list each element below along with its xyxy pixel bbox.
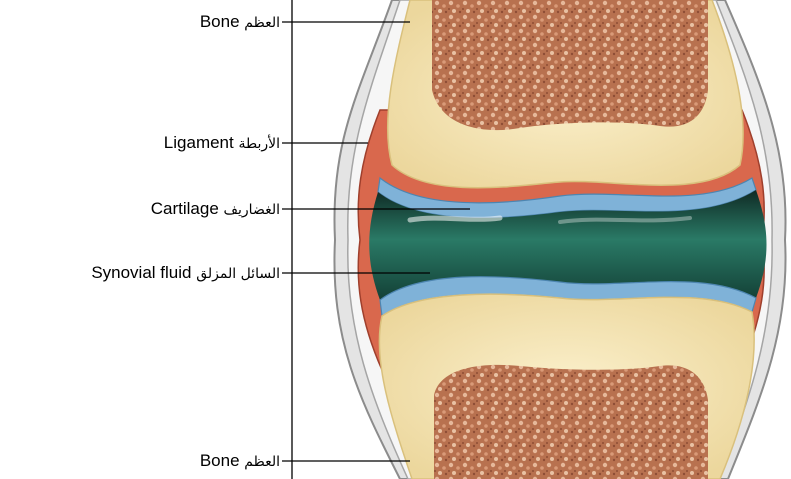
marrow-top xyxy=(432,0,708,130)
label-bone-top-en: Bone xyxy=(200,12,240,31)
marrow-bottom xyxy=(434,365,708,479)
label-synovial-fluid-ar: السائل المزلق xyxy=(196,266,280,282)
label-bone-bottom-ar: العظم xyxy=(244,454,280,470)
label-bone-bottom: Bone العظم xyxy=(200,451,280,472)
label-synovial-fluid-en: Synovial fluid xyxy=(91,263,191,282)
label-bone-top: Bone العظم xyxy=(200,12,280,33)
label-cartilage: Cartilage الغضاريف xyxy=(151,199,280,220)
label-bone-bottom-en: Bone xyxy=(200,451,240,470)
label-bone-top-ar: العظم xyxy=(244,15,280,31)
label-ligament-ar: الأربطة xyxy=(238,136,280,152)
label-ligament: Ligament الأربطة xyxy=(164,133,280,154)
label-cartilage-ar: الغضاريف xyxy=(224,202,280,218)
label-cartilage-en: Cartilage xyxy=(151,199,219,218)
label-ligament-en: Ligament xyxy=(164,133,234,152)
label-synovial-fluid: Synovial fluid السائل المزلق xyxy=(91,263,280,284)
